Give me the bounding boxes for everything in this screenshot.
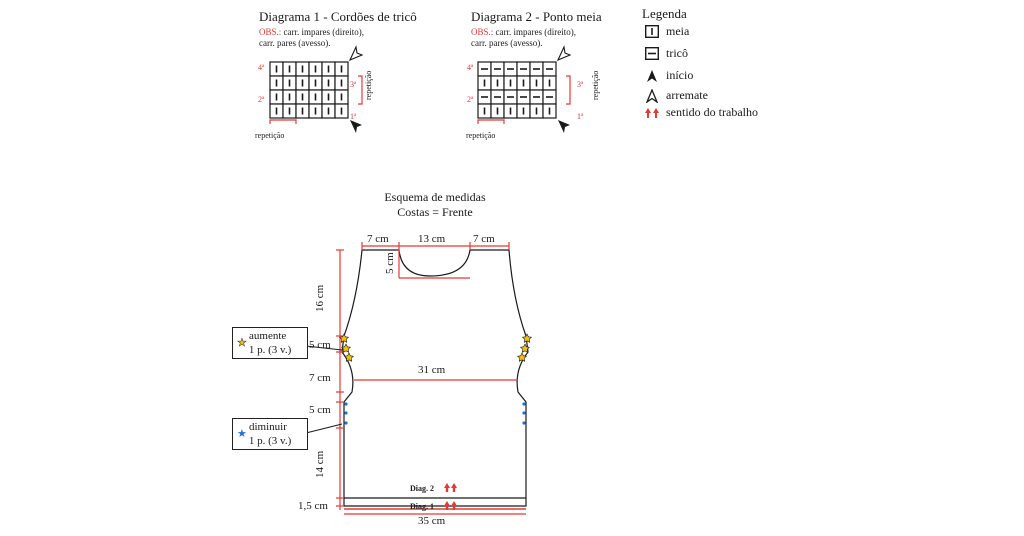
callout-decrease: diminuir ★ 1 p. (3 v.) xyxy=(232,418,308,450)
callout-increase-pointer xyxy=(305,345,343,351)
legend-title: Legenda xyxy=(642,6,687,21)
callout-decrease-line1: diminuir xyxy=(249,421,287,433)
increase-stars xyxy=(338,333,533,362)
start-arrow-icon xyxy=(558,120,570,133)
legend-item-sentido: sentido do trabalho xyxy=(644,105,758,120)
star-icon xyxy=(516,352,528,362)
callout-increase-line2: ★ 1 p. (3 v.) xyxy=(237,337,303,357)
legend-label-sentido: sentido do trabalho xyxy=(666,105,758,119)
schema-title: Esquema de medidas Costas = Frente xyxy=(360,190,510,220)
star-icon xyxy=(343,352,355,362)
star-icon xyxy=(338,333,350,343)
callout-increase: aumente ★ 1 p. (3 v.) xyxy=(232,327,308,359)
star-icon xyxy=(521,333,533,343)
garment-outline xyxy=(341,249,529,507)
measure-16cm: 16 cm xyxy=(314,284,326,312)
legend-label-trico: tricô xyxy=(666,46,688,60)
measure-5cm-lower: 5 cm xyxy=(309,404,331,416)
star-icon: ★ xyxy=(237,428,247,440)
measure-top-mid: 13 cm xyxy=(418,233,446,245)
diagram1-row-2: 2ª xyxy=(258,95,265,104)
diagram2-obs: OBS.: carr. impares (direito), carr. par… xyxy=(471,27,576,49)
bind-off-arrow-icon xyxy=(348,45,364,62)
diagram2-obs-line1: carr. impares (direito), xyxy=(493,27,576,37)
measure-35cm: 35 cm xyxy=(418,515,446,527)
bind-off-arrow-icon xyxy=(556,45,572,62)
diag2-label: Diag. 2 xyxy=(410,484,434,493)
legend-item-trico: tricô xyxy=(644,46,688,61)
diag1-label: Diag. 1 xyxy=(410,502,434,511)
measure-ticks xyxy=(336,242,510,507)
work-direction-arrows-icon xyxy=(444,483,457,510)
diagram1-obs-label: OBS.: xyxy=(259,27,282,37)
diagram1-title: Diagrama 1 - Cordões de tricô xyxy=(259,9,417,24)
diagram2-repeat-bracket xyxy=(477,119,505,124)
diagram2-obs-line2: carr. pares (avesso). xyxy=(471,38,543,48)
callout-decrease-line2: ★ 1 p. (3 v.) xyxy=(237,428,303,448)
diagram2-side-bracket xyxy=(566,75,571,105)
star-icon xyxy=(519,343,531,353)
diagram1-obs-line2: carr. pares (avesso). xyxy=(259,38,331,48)
callout-decrease-value: 1 p. (3 v.) xyxy=(248,435,292,447)
measure-top-right: 7 cm xyxy=(473,233,495,245)
star-icon: ★ xyxy=(237,337,247,350)
diagram1-row-4: 4ª xyxy=(258,63,265,72)
legend-item-arremate: arremate xyxy=(644,88,708,103)
start-arrow-icon xyxy=(350,120,362,133)
decrease-stars xyxy=(344,402,526,425)
measure-5cm-upper: 5 cm xyxy=(309,339,331,351)
legend-item-inicio: início xyxy=(644,68,693,83)
diagram1-repeat-bottom: repetição xyxy=(255,131,285,140)
measure-31cm: 31 cm xyxy=(418,364,446,376)
diagram2-repeat-bottom: repetição xyxy=(466,131,496,140)
diagram2-row-2: 2ª xyxy=(467,95,474,104)
diagram1-repeat-bracket xyxy=(269,119,297,124)
diagram2-row-1: 1ª xyxy=(577,112,584,121)
schema-title-line2: Costas = Frente xyxy=(397,205,473,219)
work-direction-arrows-icon xyxy=(644,106,660,119)
measure-top-left: 7 cm xyxy=(367,233,389,245)
legend-label-inicio: início xyxy=(666,68,694,82)
schema-title-line1: Esquema de medidas xyxy=(384,190,486,204)
diagram1-row-1: 1ª xyxy=(350,112,357,121)
diagram1-obs: OBS.: carr. impares (direito), carr. par… xyxy=(259,27,364,49)
legend-label-arremate: arremate xyxy=(666,88,708,102)
measure-1-5cm: 1,5 cm xyxy=(298,500,328,512)
star-icon xyxy=(340,343,352,353)
measure-neck-depth: 5 cm xyxy=(384,252,396,274)
measure-7cm: 7 cm xyxy=(309,372,331,384)
legend-label-meia: meia xyxy=(666,24,690,38)
diagram2-row-3: 3ª xyxy=(577,80,584,89)
diagram1-row-3: 3ª xyxy=(350,80,357,89)
start-arrow-icon xyxy=(644,69,660,82)
diagram2-obs-label: OBS.: xyxy=(471,27,494,37)
diagram2-row-4: 4ª xyxy=(467,63,474,72)
knit-stitch-icon xyxy=(644,25,660,38)
bind-off-arrow-icon xyxy=(644,88,660,103)
callout-increase-line1: aumente xyxy=(249,330,287,342)
diagram1-obs-line1: carr. impares (direito), xyxy=(281,27,364,37)
callout-increase-value: 1 p. (3 v.) xyxy=(248,344,292,356)
measure-14cm: 14 cm xyxy=(314,450,326,478)
diagram2-title: Diagrama 2 - Ponto meia xyxy=(471,9,602,24)
diagram1-side-bracket xyxy=(358,75,363,105)
callout-decrease-pointer xyxy=(305,423,343,434)
purl-stitch-icon xyxy=(644,47,660,60)
legend-item-meia: meia xyxy=(644,24,689,39)
measure-lines xyxy=(339,245,526,515)
